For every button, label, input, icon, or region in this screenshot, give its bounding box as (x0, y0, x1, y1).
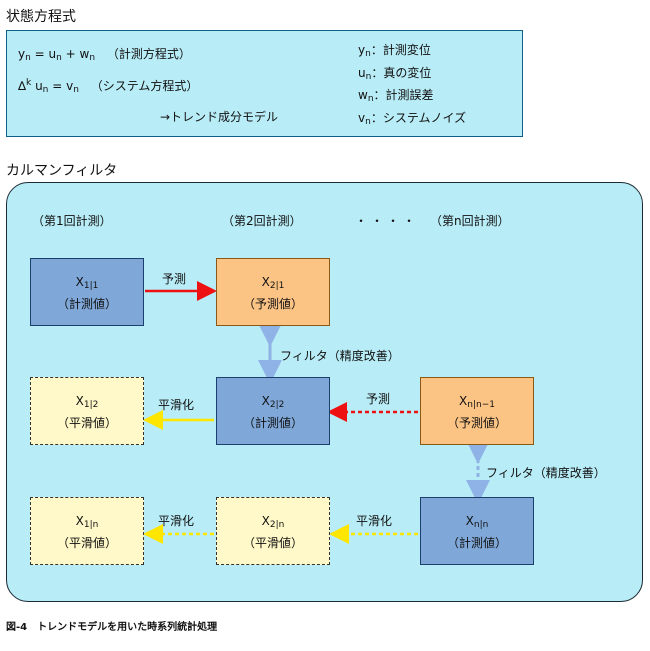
column-header-1: （第1回計測） (32, 214, 112, 228)
box-subscript: 1|2 (83, 400, 99, 410)
legend-sym: w (358, 88, 368, 102)
legend-sub: n (365, 49, 371, 59)
box-xnn1-predicted: Xn|n−1 （予測値） (420, 377, 534, 445)
box-symbol: X (75, 394, 84, 408)
box-x1n-smoothed: X1|n （平滑値） (30, 497, 144, 565)
box-subscript: 1|n (83, 520, 99, 530)
box-x22-measured: X2|2 （計測値） (216, 377, 330, 445)
eq2-delta: ∆ (18, 79, 27, 93)
eq2-sub-v: n (73, 85, 79, 95)
box-x21-predicted: X2|1 （予測値） (216, 258, 330, 326)
figure-caption: 図-4 トレンドモデルを用いた時系列統計処理 (6, 622, 218, 633)
legend-item: un：真の変位 (358, 64, 431, 82)
box-subscript: 2|n (269, 520, 285, 530)
box-symbol: X (465, 514, 474, 528)
box-kind: （計測値） (56, 297, 117, 311)
legend-item: wn：計測誤差 (358, 86, 434, 104)
box-symbol: X (459, 394, 468, 408)
box-symbol: X (261, 514, 270, 528)
box-kind: （計測値） (242, 416, 303, 430)
box-subscript: 2|1 (269, 281, 285, 291)
box-subscript: 1|1 (83, 281, 99, 291)
kalman-filter-title: カルマンフィルタ (6, 163, 118, 179)
box-x11-measured: X1|1 （計測値） (30, 258, 144, 326)
state-equation-title: 状態方程式 (6, 9, 76, 25)
column-ellipsis: ・・・・ (355, 214, 420, 228)
box-symbol: X (75, 514, 84, 528)
eq2-u: u (31, 79, 43, 93)
box-kind: （計測値） (446, 536, 507, 550)
legend-sym: y (358, 43, 366, 57)
box-kind: （予測値） (446, 416, 507, 430)
eq2-sub-u: n (42, 85, 49, 95)
box-kind: （平滑値） (242, 536, 303, 550)
predict-label: 予測 (162, 272, 187, 286)
legend-text: ：計測変位 (370, 43, 431, 57)
legend-sym: v (358, 111, 366, 125)
legend-text: ：計測誤差 (373, 88, 434, 102)
box-kind: （平滑値） (56, 536, 117, 550)
state-equation-box (6, 30, 523, 137)
legend-sym: u (358, 66, 366, 80)
legend-text: ：システムノイズ (370, 111, 467, 125)
smooth-label: 平滑化 (158, 514, 195, 528)
box-xnn-measured: Xn|n （計測値） (420, 497, 534, 565)
eq1-sub-u: n (56, 53, 62, 63)
legend-sub: n (365, 117, 371, 127)
legend-sub: n (365, 72, 372, 82)
eq1-sub-w: n (89, 53, 96, 63)
legend-sub: n (367, 94, 374, 104)
box-symbol: X (261, 275, 270, 289)
eq1-y: y (18, 47, 26, 61)
smooth-label: 平滑化 (158, 398, 195, 412)
box-kind: （平滑値） (56, 416, 117, 430)
system-equation: ∆k un = vn （システム方程式） (18, 77, 198, 95)
eq1-sub-y: n (25, 53, 31, 63)
box-subscript: n|n−1 (467, 400, 495, 410)
legend-item: yn：計測変位 (358, 41, 431, 59)
box-subscript: 2|2 (269, 400, 285, 410)
box-symbol: X (261, 394, 270, 408)
predict-label: 予測 (366, 392, 391, 406)
box-x12-smoothed: X1|2 （平滑値） (30, 377, 144, 445)
column-header-n: （第n回計測） (430, 214, 510, 228)
eq2-sup-k: k (26, 78, 32, 88)
column-header-2: （第2回計測） (222, 214, 302, 228)
measurement-equation: yn = un + wn （計測方程式） (18, 45, 191, 63)
smooth-label: 平滑化 (356, 514, 393, 528)
eq2-label: （システム方程式） (90, 79, 199, 93)
eq1-label: （計測方程式） (106, 47, 191, 61)
eq1-u: = u (30, 47, 57, 61)
legend-text: ：真の変位 (371, 66, 432, 80)
eq1-w: + w (61, 47, 90, 61)
legend-item: vn：システムノイズ (358, 109, 466, 127)
eq2-v: = v (48, 79, 74, 93)
box-x2n-smoothed: X2|n （平滑値） (216, 497, 330, 565)
filter-label: フィルタ（精度改善） (280, 349, 400, 363)
box-symbol: X (75, 275, 84, 289)
box-kind: （予測値） (242, 297, 303, 311)
filter-label: フィルタ（精度改善） (486, 466, 606, 480)
box-subscript: n|n (473, 520, 489, 530)
trend-note: →トレンド成分モデル (160, 110, 279, 124)
